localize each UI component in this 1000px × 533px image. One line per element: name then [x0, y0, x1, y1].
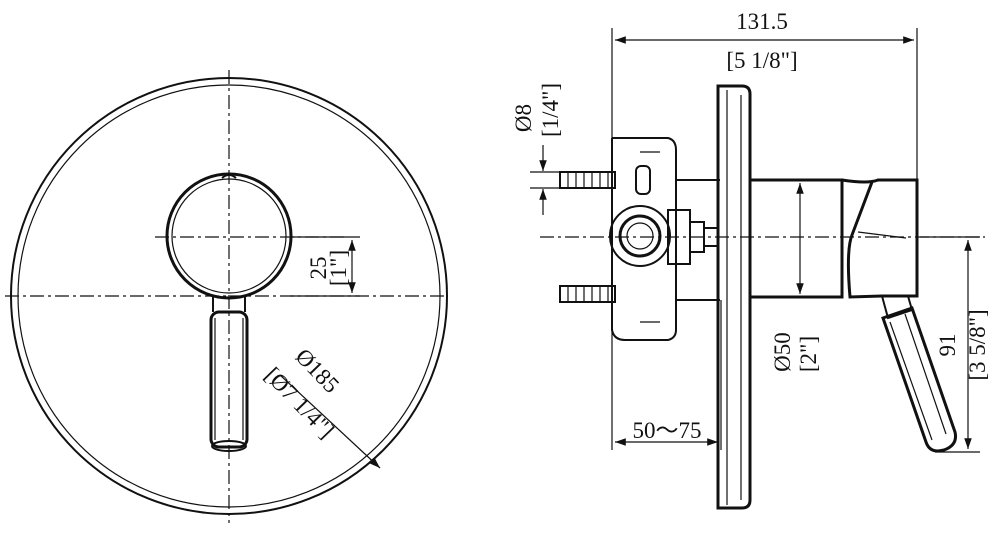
wall-depth-dimension: 50～75 — [615, 300, 722, 450]
valve-cartridge — [609, 205, 719, 267]
valve-body — [611, 137, 720, 341]
lever-height-mm: 91 — [935, 334, 960, 357]
lever-offset-mm: 25 — [306, 257, 331, 280]
wall-depth-range: 50～75 — [633, 418, 702, 443]
cover-plate-side — [716, 84, 752, 510]
lever-side — [880, 295, 957, 453]
inlet-lower — [559, 285, 616, 303]
overall-depth-in: [5 1/8"] — [726, 48, 797, 73]
handle-knob — [165, 172, 293, 300]
body-diameter-dimension: Ø50 [2"] — [770, 183, 821, 372]
lever-height-dimension: 91 [3 5/8"] — [920, 236, 990, 453]
lever-front — [209, 296, 249, 452]
body-diameter-mm: Ø50 — [770, 332, 795, 372]
lever-offset-in: [1"] — [326, 250, 351, 286]
inlet-diameter-mm: Ø8 — [511, 104, 536, 132]
escutcheon-body — [750, 178, 919, 299]
lever-offset-dimension: 25 [1"] — [290, 236, 360, 297]
front-view: 25 [1"] Ø185 [Ø7 1/4"] — [5, 70, 448, 523]
inlet-upper — [559, 165, 651, 195]
inlet-diameter-dimension: Ø8 [1/4"] — [511, 83, 615, 215]
side-view: 131.5 [5 1/8"] — [511, 9, 990, 510]
inlet-diameter-in: [1/4"] — [538, 83, 563, 137]
body-diameter-in: [2"] — [796, 336, 821, 372]
overall-depth-mm: 131.5 — [736, 9, 788, 34]
plate-diameter-dimension: Ø185 [Ø7 1/4"] — [260, 344, 381, 469]
lever-height-in: [3 5/8"] — [965, 309, 990, 380]
